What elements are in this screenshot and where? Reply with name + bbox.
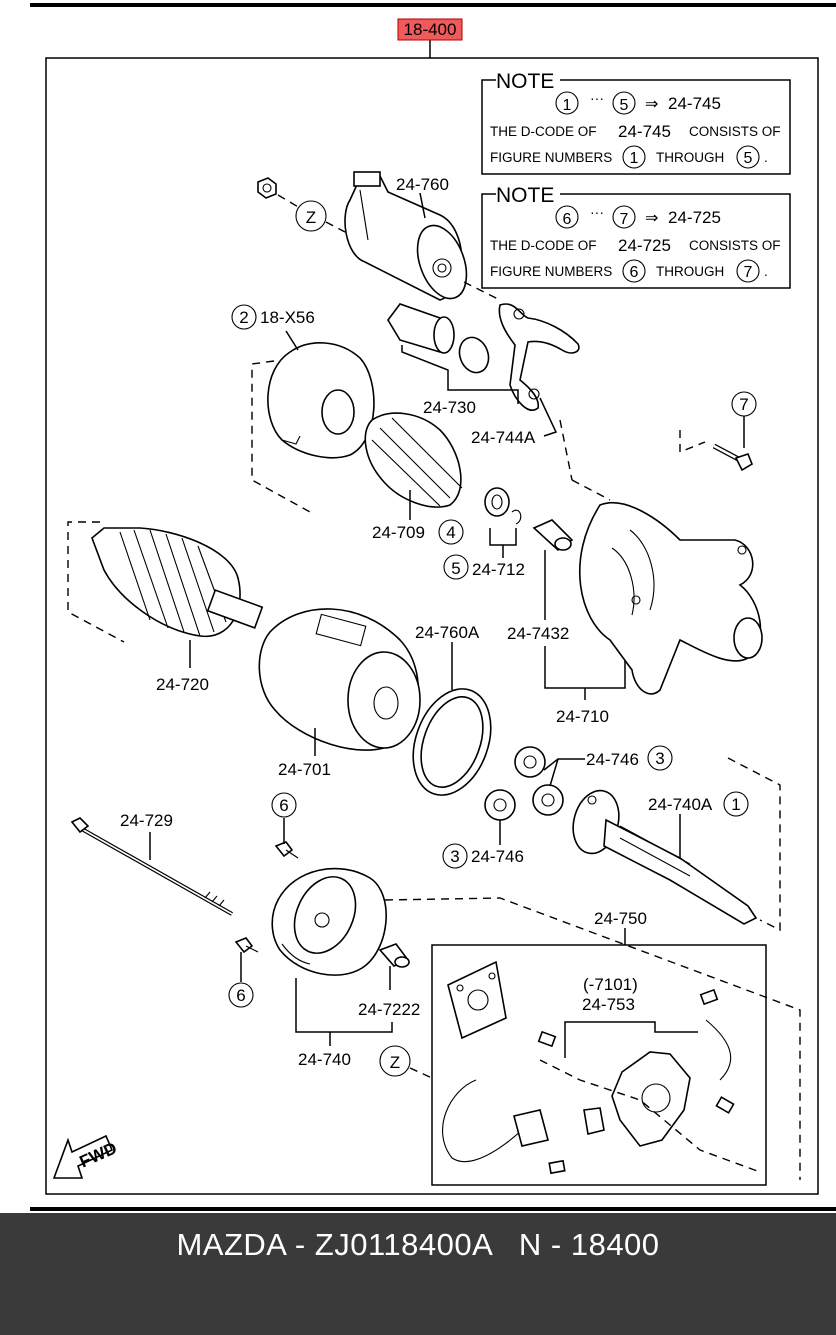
yoke-field-coil[interactable]: [258, 608, 421, 751]
note-1-code-a: 24-745: [668, 94, 721, 113]
svg-text:THE D-CODE OF: THE D-CODE OF: [490, 238, 597, 253]
svg-text:···: ···: [590, 204, 604, 220]
svg-text:6: 6: [563, 211, 572, 228]
svg-text:.: .: [764, 264, 768, 279]
bearing[interactable]: [484, 487, 522, 525]
z-marker-2: Z: [390, 1053, 400, 1072]
note-box-2: NOTE 6 ··· 7 ⇒ 24-725 THE D-CODE OF 24-7…: [481, 184, 791, 289]
svg-text:⇒: ⇒: [645, 210, 658, 227]
svg-text:FIGURE NUMBERS: FIGURE NUMBERS: [490, 150, 612, 165]
svg-text:CONSISTS OF: CONSISTS OF: [689, 124, 781, 139]
footer-bar: MAZDA - ZJ0118400A N - 18400: [0, 1213, 836, 1335]
planetary-shaft[interactable]: [566, 785, 758, 925]
callout-6-a: 6: [279, 796, 288, 815]
svg-text:7: 7: [620, 211, 629, 228]
callout-2: 2: [239, 308, 248, 327]
label-24-709: 24-709: [372, 523, 425, 542]
note-1-title: NOTE: [496, 70, 554, 93]
bushing[interactable]: [532, 519, 574, 552]
svg-text:6: 6: [630, 264, 639, 281]
planet-gear-1[interactable]: [514, 746, 546, 778]
note-2-title: NOTE: [496, 184, 554, 207]
front-housing[interactable]: [579, 502, 763, 695]
label-24-746-b: 24-746: [471, 847, 524, 866]
through-bolt[interactable]: [70, 817, 233, 916]
nut-icon[interactable]: [257, 177, 277, 199]
svg-text:···: ···: [590, 90, 604, 106]
label-18-X56: 18-X56: [260, 308, 315, 327]
header-code: 18-400: [404, 20, 457, 39]
fwd-arrow-icon: FWD: [52, 1134, 120, 1179]
svg-text:THROUGH: THROUGH: [656, 264, 724, 279]
svg-text:THROUGH: THROUGH: [656, 150, 724, 165]
pinion-gear[interactable]: [364, 412, 463, 508]
rear-bushing[interactable]: [378, 943, 410, 968]
footer-title: MAZDA - ZJ0118400A N - 18400: [176, 1227, 660, 1262]
label-24-740A: 24-740A: [648, 795, 713, 814]
diagram-border: [45, 57, 819, 1195]
svg-text:24-745: 24-745: [618, 122, 671, 141]
note-2-code-a: 24-725: [668, 208, 721, 227]
svg-text:THE D-CODE OF: THE D-CODE OF: [490, 124, 597, 139]
brush-holder[interactable]: [611, 1051, 691, 1147]
screw-6-top[interactable]: [274, 841, 299, 859]
drive-end-cover[interactable]: [267, 342, 375, 459]
label-24-750: 24-750: [594, 909, 647, 928]
rear-housing[interactable]: [271, 867, 387, 976]
svg-text:1: 1: [630, 150, 639, 167]
callout-1: 1: [731, 795, 740, 814]
brush-springs[interactable]: [537, 988, 735, 1175]
planet-gear-3[interactable]: [484, 789, 516, 821]
label-24-712: 24-712: [472, 560, 525, 579]
label-7101: (-7101): [583, 975, 638, 994]
callout-4: 4: [446, 523, 455, 542]
shift-lever[interactable]: [498, 303, 580, 411]
note-box-1: NOTE 1 ··· 5 ⇒ 24-745 THE D-CODE OF 24-7…: [481, 70, 791, 175]
callout-3-a: 3: [655, 749, 664, 768]
svg-text:.: .: [764, 150, 768, 165]
label-24-744A: 24-744A: [471, 428, 536, 447]
label-24-710: 24-710: [556, 707, 609, 726]
svg-text:5: 5: [620, 97, 629, 114]
callout-7: 7: [739, 395, 748, 414]
svg-text:⇒: ⇒: [645, 96, 658, 113]
svg-text:1: 1: [563, 97, 572, 114]
z-marker-1: Z: [306, 208, 316, 227]
header-code-box[interactable]: 18-400: [397, 18, 463, 41]
svg-text:7: 7: [744, 264, 753, 281]
label-24-729: 24-729: [120, 811, 173, 830]
label-24-760: 24-760: [396, 175, 449, 194]
svg-text:24-725: 24-725: [618, 236, 671, 255]
label-24-701: 24-701: [278, 760, 331, 779]
solenoid-switch[interactable]: [344, 171, 476, 305]
armature[interactable]: [91, 527, 264, 638]
label-24-746-a: 24-746: [586, 750, 639, 769]
brush-holder-box: [431, 944, 767, 1186]
label-24-720: 24-720: [156, 675, 209, 694]
planet-gear-2[interactable]: [532, 784, 564, 816]
bolt-7[interactable]: [712, 443, 753, 472]
svg-text:CONSISTS OF: CONSISTS OF: [689, 238, 781, 253]
callout-3-b: 3: [450, 847, 459, 866]
spring-seal[interactable]: [455, 333, 494, 376]
svg-text:FIGURE NUMBERS: FIGURE NUMBERS: [490, 264, 612, 279]
label-24-740: 24-740: [298, 1050, 351, 1069]
brush-plate-gasket[interactable]: [447, 960, 507, 1040]
svg-text:5: 5: [744, 150, 753, 167]
label-24-7432: 24-7432: [507, 624, 569, 643]
label-24-730: 24-730: [423, 398, 476, 417]
callout-5: 5: [451, 559, 460, 578]
label-24-760A: 24-760A: [415, 623, 480, 642]
internal-ring-gear[interactable]: [399, 678, 504, 806]
brush-lead-wire[interactable]: [442, 1019, 732, 1163]
plunger[interactable]: [387, 303, 455, 354]
starter-motor-exploded-diagram: 18-400 NOTE 1 ··· 5 ⇒ 24-745 THE D-CODE …: [30, 3, 836, 1211]
callout-6-b: 6: [236, 986, 245, 1005]
label-24-7222: 24-7222: [358, 1000, 420, 1019]
label-24-753: 24-753: [582, 995, 635, 1014]
screw-6-bottom[interactable]: [234, 937, 259, 954]
